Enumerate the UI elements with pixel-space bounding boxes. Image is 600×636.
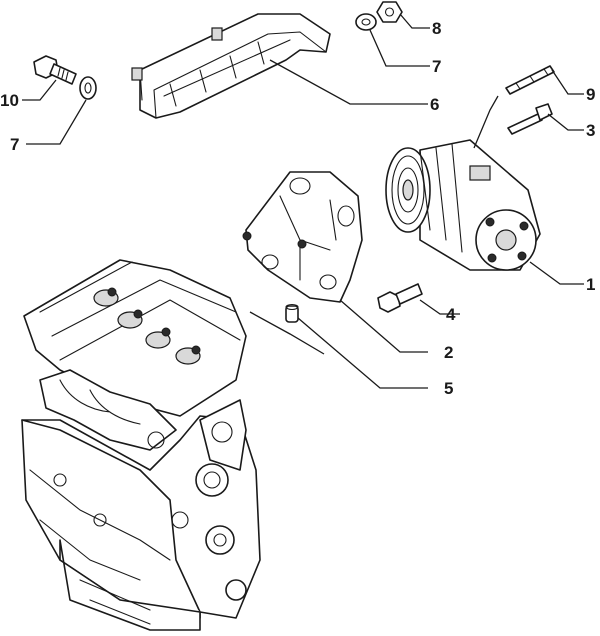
part-3-bolt[interactable]: [507, 103, 553, 135]
callout-9: 9: [586, 85, 595, 104]
callout-8: 8: [432, 19, 441, 38]
part-10-bolt[interactable]: [33, 55, 77, 85]
callout-7-upper: 7: [432, 57, 441, 76]
callout-4: 4: [446, 305, 456, 324]
part-7-washer-upper[interactable]: [355, 13, 377, 31]
part-9-stud[interactable]: [505, 65, 555, 95]
engine-block: [21, 259, 261, 631]
callout-3: 3: [586, 121, 595, 140]
callout-6: 6: [430, 95, 439, 114]
callout-10: 10: [0, 91, 19, 110]
part-6-bracket[interactable]: [131, 13, 331, 119]
part-7-washer-left[interactable]: [79, 76, 97, 100]
part-4-bolt[interactable]: [377, 283, 423, 313]
part-5-dowel[interactable]: [285, 303, 299, 323]
callout-2: 2: [444, 343, 453, 362]
part-8-nut[interactable]: [376, 1, 403, 23]
part-2-mounting-bracket[interactable]: [242, 171, 363, 303]
callout-5: 5: [444, 379, 453, 398]
callout-1: 1: [586, 275, 595, 294]
callout-7-left: 7: [10, 135, 19, 154]
callout-labels: 8 7 6 10 7 9 3 1 4 2 5: [0, 19, 595, 398]
leader-lines: [22, 13, 584, 389]
part-1-compressor[interactable]: [385, 139, 541, 271]
